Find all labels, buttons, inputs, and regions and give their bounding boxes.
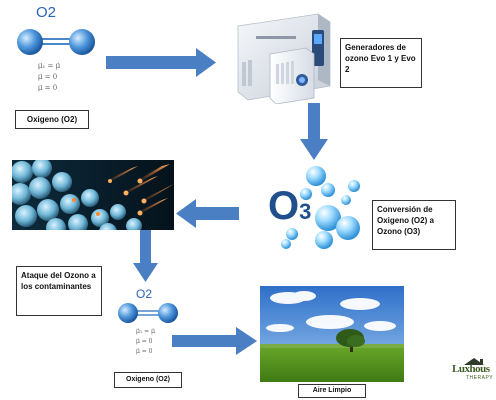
oxygen-label: Oxigeno (O2)	[114, 372, 182, 388]
generator-label: Generadores de ozono Evo 1 y Evo 2	[340, 38, 422, 88]
clean-air-label: Aire Limpio	[298, 384, 366, 398]
o2-equation: μ⃗ = 0	[136, 348, 153, 355]
generator-device-image	[237, 13, 331, 104]
o3-symbol-subscript: 3	[299, 199, 312, 224]
oxygen-label: Oxigeno (O2)	[15, 110, 89, 129]
o2-molecule-icon	[118, 303, 178, 323]
o2-equation: μ⃗ = 0	[38, 73, 58, 81]
logo-text: Luxhous	[452, 363, 490, 375]
arrow-o2-to-clean-air	[172, 327, 257, 355]
o2-equation: μ⃗ = 0	[38, 84, 58, 92]
o2-equation: μ⃗ = 0	[136, 338, 153, 345]
o2-title: O2	[136, 287, 153, 301]
o3-bubbles-icon	[281, 166, 360, 249]
o3-symbol: O3	[268, 186, 311, 232]
o3-symbol-letter: O	[268, 184, 300, 228]
attack-label: Ataque del Ozono a los contaminantes	[16, 266, 102, 316]
arrow-o2-to-generator	[106, 48, 216, 77]
o2-equation: μ⃗₁ = μ⃗	[136, 328, 155, 335]
o2-equation: μ⃗₁ = μ⃗	[38, 62, 61, 70]
luxhous-logo: Luxhous THERAPY	[452, 358, 494, 382]
arrow-attack-to-o2	[133, 228, 158, 282]
logo-subtext: THERAPY	[466, 375, 494, 381]
contaminant-attack-image	[12, 160, 174, 230]
conversion-label: Conversión de Oxigeno (O2) a Ozono (O3)	[372, 200, 456, 250]
logo-house-icon	[464, 358, 484, 365]
o2-molecule-icon	[17, 29, 95, 55]
arrow-generator-to-ozone	[300, 103, 328, 160]
landscape-image	[260, 286, 404, 382]
arrow-ozone-to-attack	[176, 199, 239, 228]
o2-title: O2	[36, 4, 57, 21]
